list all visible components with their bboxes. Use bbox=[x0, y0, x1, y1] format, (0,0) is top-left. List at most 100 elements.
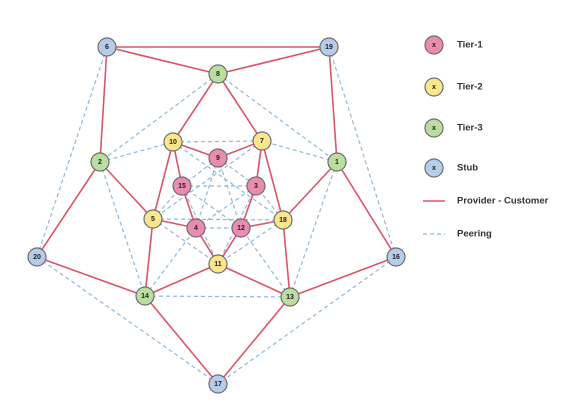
node-19: 19 bbox=[319, 37, 339, 57]
node-label: 19 bbox=[325, 44, 333, 51]
provider-customer-edge-14-5 bbox=[144, 218, 154, 297]
node-label: 8 bbox=[216, 71, 220, 78]
peering-edge-7-5 bbox=[152, 140, 263, 220]
node-7: 7 bbox=[252, 131, 272, 151]
peering-edge-8-2 bbox=[99, 73, 219, 163]
node-label: 10 bbox=[169, 139, 177, 146]
legend-swatch bbox=[424, 118, 444, 138]
legend-swatch bbox=[424, 158, 444, 178]
node-1: 1 bbox=[327, 152, 347, 172]
peering-edge-14-4 bbox=[144, 227, 197, 297]
provider-customer-edge-6-2 bbox=[99, 46, 108, 163]
legend-marker: x bbox=[432, 42, 436, 49]
node-14: 14 bbox=[135, 286, 155, 306]
peering-edge-9-4 bbox=[195, 157, 219, 229]
node-13: 13 bbox=[280, 287, 300, 307]
node-3: 3 bbox=[246, 176, 266, 196]
peering-edge-20-17 bbox=[36, 256, 219, 385]
node-circle bbox=[208, 374, 228, 394]
node-label: 2 bbox=[98, 159, 102, 166]
provider-customer-edge-14-11 bbox=[144, 263, 219, 297]
provider-customer-edge-1-18 bbox=[282, 161, 338, 221]
node-11: 11 bbox=[208, 254, 228, 274]
node-label: 11 bbox=[214, 261, 222, 268]
node-label: 1 bbox=[335, 159, 339, 166]
legend-label: Peering bbox=[457, 229, 492, 240]
node-circle bbox=[163, 132, 183, 152]
provider-customer-edges bbox=[36, 46, 397, 385]
provider-customer-edge-19-1 bbox=[328, 46, 338, 163]
provider-customer-edge-19-8 bbox=[217, 46, 330, 75]
node-circle bbox=[386, 247, 406, 267]
node-circle bbox=[252, 131, 272, 151]
legend-item-provider-customer: Provider - Customer bbox=[423, 196, 549, 207]
node-label: 17 bbox=[214, 381, 222, 388]
node-12: 12 bbox=[231, 218, 251, 238]
legend-marker: x bbox=[432, 125, 436, 132]
peering-edges bbox=[36, 46, 397, 385]
node-10: 10 bbox=[163, 132, 183, 152]
peering-edge-15-12 bbox=[181, 185, 242, 229]
peering-edge-9-12 bbox=[217, 157, 242, 229]
node-2: 2 bbox=[90, 152, 110, 172]
node-label: 15 bbox=[178, 183, 186, 190]
provider-customer-edge-13-17 bbox=[217, 296, 291, 385]
node-circle bbox=[246, 176, 266, 196]
peering-edge-10-18 bbox=[172, 141, 284, 221]
node-label: 16 bbox=[392, 254, 400, 261]
node-label: 3 bbox=[254, 183, 258, 190]
legend-label: Tier-3 bbox=[457, 123, 483, 134]
node-15: 15 bbox=[172, 176, 192, 196]
node-label: 9 bbox=[216, 155, 220, 162]
node-circle bbox=[172, 176, 192, 196]
node-circle bbox=[208, 64, 228, 84]
node-17: 17 bbox=[208, 374, 228, 394]
provider-customer-edge-20-14 bbox=[36, 256, 146, 297]
node-circle bbox=[280, 287, 300, 307]
provider-customer-edge-8-7 bbox=[217, 73, 263, 142]
node-circle bbox=[186, 218, 206, 238]
node-label: 18 bbox=[279, 217, 287, 224]
node-circle bbox=[97, 37, 117, 57]
node-circle bbox=[208, 254, 228, 274]
peering-edge-3-4 bbox=[195, 185, 257, 229]
node-5: 5 bbox=[143, 209, 163, 229]
node-circle bbox=[231, 218, 251, 238]
legend-marker: x bbox=[432, 165, 436, 172]
legend-label: Tier-2 bbox=[457, 82, 483, 93]
legend-label: Provider - Customer bbox=[457, 196, 549, 207]
provider-customer-edge-10-5 bbox=[152, 141, 174, 220]
node-circle bbox=[327, 152, 347, 172]
peering-edge-10-7 bbox=[172, 140, 263, 143]
peering-edge-14-13 bbox=[144, 295, 291, 298]
node-circle bbox=[208, 148, 228, 168]
peering-edge-2-10 bbox=[99, 141, 174, 163]
provider-customer-edge-8-10 bbox=[172, 73, 219, 143]
node-16: 16 bbox=[386, 247, 406, 267]
provider-customer-edge-6-8 bbox=[106, 46, 219, 75]
node-9: 9 bbox=[208, 148, 228, 168]
provider-customer-edge-13-11 bbox=[217, 263, 291, 298]
legend-swatch bbox=[424, 35, 444, 55]
node-label: 7 bbox=[260, 138, 264, 145]
peering-edge-8-1 bbox=[217, 73, 338, 163]
node-label: 14 bbox=[141, 293, 149, 300]
node-label: 13 bbox=[286, 294, 294, 301]
peering-edge-2-14 bbox=[99, 161, 146, 297]
legend-swatch bbox=[424, 77, 444, 97]
peering-edge-13-12 bbox=[240, 227, 291, 298]
provider-customer-edge-14-17 bbox=[144, 295, 219, 385]
node-label: 4 bbox=[194, 225, 198, 232]
node-6: 6 bbox=[97, 37, 117, 57]
node-label: 5 bbox=[151, 216, 155, 223]
peering-edge-1-13 bbox=[289, 161, 338, 298]
peering-edge-19-16 bbox=[328, 46, 397, 258]
provider-customer-edge-1-16 bbox=[336, 161, 397, 258]
node-circle bbox=[143, 209, 163, 229]
node-circle bbox=[27, 247, 47, 267]
